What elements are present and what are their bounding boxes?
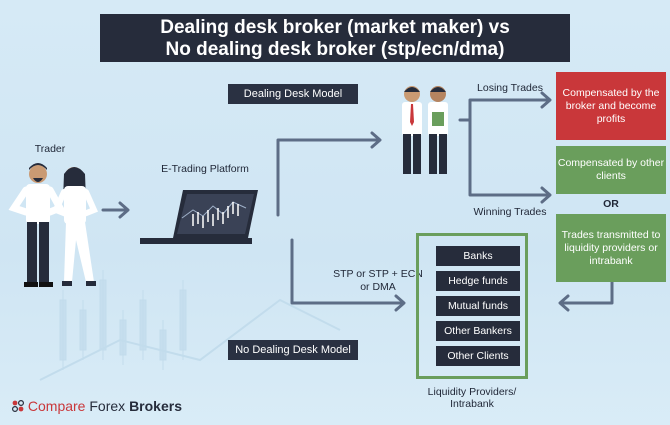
title-banner: Dealing desk broker (market maker) vs No…: [100, 14, 570, 62]
compensated-by-clients-text: Compensated by other clients: [557, 157, 665, 182]
laptop-icon: [140, 190, 258, 244]
losing-trades-label: Losing Trades: [477, 82, 543, 94]
arrow-to-losing-trades: [458, 91, 552, 122]
compensated-by-clients-box: Compensated by other clients: [556, 146, 666, 194]
arrow-transmitted-to-liquidity: [558, 280, 614, 312]
trader-label: Trader: [34, 143, 66, 155]
lp-label-line-1: Liquidity Providers/: [427, 386, 517, 398]
etrading-platform-label: E-Trading Platform: [161, 163, 249, 175]
lp-item-other-clients: Other Clients: [436, 346, 520, 366]
arrow-trader-to-platform: [101, 201, 130, 219]
traders-illustration: [8, 163, 99, 287]
dealers-illustration: [402, 86, 448, 174]
stp-label-line-2: or DMA: [360, 281, 396, 293]
arrow-platform-to-dealing-desk: [276, 131, 382, 217]
logo: Compare Forex Brokers: [11, 398, 182, 414]
title-line-1: Dealing desk broker (market maker) vs: [160, 17, 510, 38]
logo-mark-icon: [11, 399, 25, 413]
lp-item-other-bankers: Other Bankers: [436, 321, 520, 341]
lp-label-line-2: Intrabank: [450, 398, 494, 410]
arrow-to-winning-trades: [468, 118, 552, 204]
stp-ecn-dma-label: STP or STP + ECN or DMA: [318, 268, 438, 294]
liquidity-providers-label: Liquidity Providers/ Intrabank: [410, 386, 534, 410]
title-line-2: No dealing desk broker (stp/ecn/dma): [165, 39, 505, 60]
logo-text-brokers: Brokers: [129, 398, 182, 414]
lp-item-banks: Banks: [436, 246, 520, 266]
compensated-by-broker-text: Compensated by the broker and become pro…: [562, 86, 660, 125]
or-label: OR: [603, 198, 619, 210]
winning-trades-label: Winning Trades: [473, 206, 547, 218]
trades-transmitted-text: Trades transmitted to liquidity provider…: [561, 228, 661, 267]
lp-item-mutual-funds: Mutual funds: [436, 296, 520, 316]
liquidity-providers-frame: [416, 233, 528, 379]
logo-text-compare: Compare: [27, 398, 86, 414]
logo-text-forex: Forex: [89, 398, 126, 414]
no-dealing-desk-model-tag: No Dealing Desk Model: [228, 340, 358, 360]
dealing-desk-model-tag: Dealing Desk Model: [228, 84, 358, 104]
arrow-platform-to-liquidity: [290, 238, 406, 312]
stp-label-line-1: STP or STP + ECN: [333, 268, 423, 280]
lp-item-hedge-funds: Hedge funds: [436, 271, 520, 291]
compensated-by-broker-box: Compensated by the broker and become pro…: [556, 72, 666, 140]
trades-transmitted-box: Trades transmitted to liquidity provider…: [556, 214, 666, 282]
